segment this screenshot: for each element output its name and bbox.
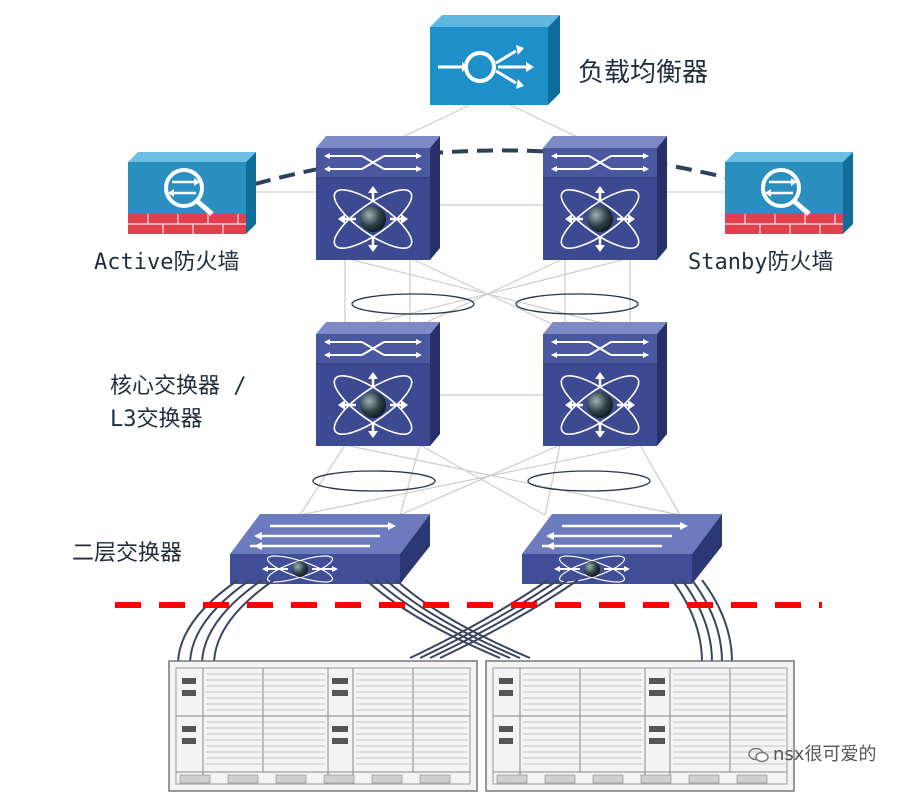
- server-cables: [177, 579, 733, 663]
- standby-firewall-icon: [725, 152, 853, 234]
- core-switch-left-icon: [316, 322, 440, 446]
- core-switch-right-icon: [543, 322, 667, 446]
- port-channel-ellipse: [515, 293, 639, 315]
- watermark: nsx很可爱的: [748, 740, 876, 766]
- core-switch-label-line2: L3交换器: [110, 407, 203, 432]
- blade-server-chassis-right: [485, 660, 795, 792]
- active-firewall-icon: [128, 152, 256, 234]
- core-switch-label-line1: 核心交换器 /: [110, 374, 247, 399]
- aggregation-switch-left-icon: [316, 136, 440, 260]
- active-firewall-label: Active防火墙: [94, 250, 240, 275]
- port-channel-ellipse: [351, 293, 475, 315]
- load-balancer-label: 负载均衡器: [578, 58, 709, 88]
- port-channel-ellipses: [312, 293, 651, 492]
- layer2-switch-label: 二层交换器: [72, 541, 183, 566]
- wechat-icon: [748, 747, 769, 763]
- layer2-switch-right-icon: [522, 514, 722, 584]
- aggregation-switch-right-icon: [543, 136, 667, 260]
- port-channel-ellipse: [312, 470, 436, 492]
- load-balancer-icon: [430, 15, 560, 105]
- watermark-text: nsx很可爱的: [773, 744, 877, 765]
- port-channel-ellipse: [527, 470, 651, 492]
- links: [255, 104, 728, 516]
- standby-firewall-label: Stanby防火墙: [688, 250, 834, 275]
- blade-server-chassis-left: [168, 660, 478, 792]
- layer2-switch-left-icon: [230, 514, 430, 584]
